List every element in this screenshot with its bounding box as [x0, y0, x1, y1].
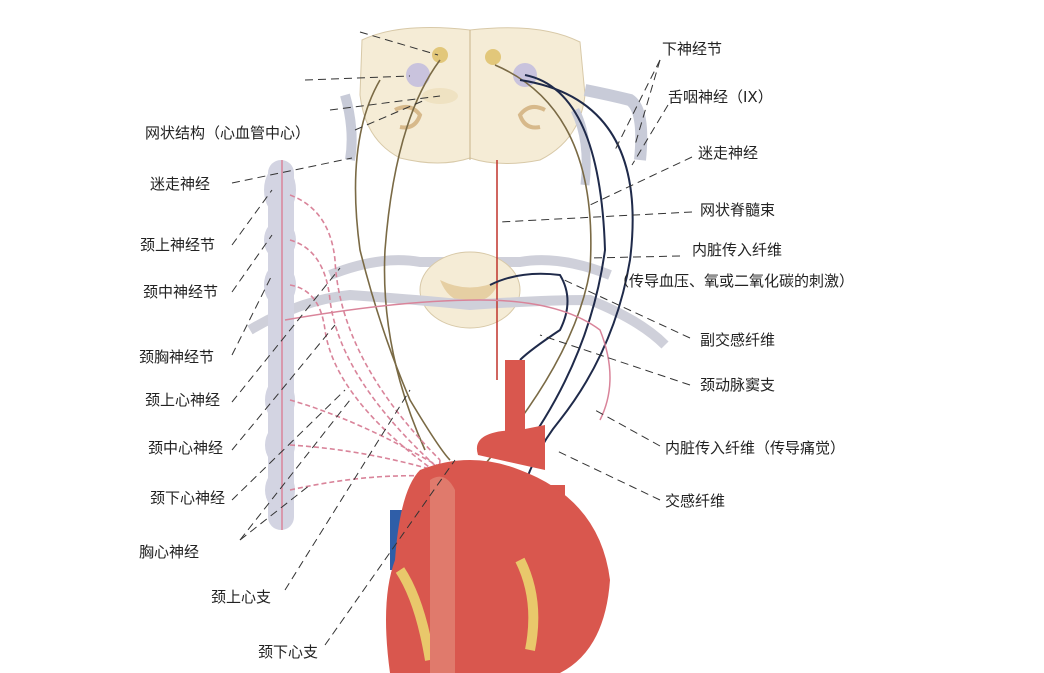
sympathetic-chain — [264, 160, 296, 530]
vagus-root — [340, 93, 357, 161]
label-superior-cervical-cardiac-branch: 颈上心支 — [211, 588, 272, 606]
label-visceral-afferent: 内脏传入纤维 — [692, 241, 783, 259]
label-visceral-afferent-pain: 内脏传入纤维（传导痛觉） — [665, 439, 846, 457]
vagus-fiber — [519, 74, 607, 456]
label-middle-cervical-ganglion: 颈中神经节 — [143, 283, 219, 301]
label-glossopharyngeal-nerve: 舌咽神经（IX） — [668, 88, 773, 106]
label-vagus-nerve-right: 迷走神经 — [698, 144, 759, 162]
glossopharyngeal-root — [583, 84, 648, 161]
label-superior-cervical-ganglion: 颈上神经节 — [140, 236, 216, 254]
medulla-section — [359, 27, 586, 165]
label-superior-cervical-cardiac-nerve: 颈上心神经 — [145, 391, 221, 409]
label-carotid-sinus-branch: 颈动脉窦支 — [700, 376, 776, 394]
label-parasympathetic-fibers: 副交感纤维 — [700, 331, 776, 349]
leader-lines — [231, 31, 693, 646]
heart — [386, 360, 610, 673]
label-inferior-cervical-cardiac-branch: 颈下心支 — [258, 643, 319, 661]
label-cervicothoracic-ganglion: 颈胸神经节 — [139, 348, 215, 366]
reticular-fiber — [354, 79, 451, 461]
label-reticular-formation: 网状结构（心血管中心） — [145, 124, 311, 142]
label-inferior-ganglion: 下神经节 — [662, 40, 723, 58]
label-thoracic-cardiac-nerve: 胸心神经 — [139, 543, 200, 561]
label-visceral-afferent-note: （传导血压、氧或二氧化碳的刺激） — [614, 272, 855, 290]
label-vagus-nerve-left: 迷走神经 — [150, 175, 211, 193]
label-inferior-cervical-cardiac-nerve: 颈下心神经 — [150, 489, 226, 507]
label-middle-cervical-cardiac-nerve: 颈中心神经 — [148, 439, 224, 457]
label-sympathetic-fibers: 交感纤维 — [665, 492, 726, 510]
label-reticulospinal-tract: 网状脊髓束 — [700, 201, 776, 219]
spinal-cord-section — [247, 251, 669, 349]
